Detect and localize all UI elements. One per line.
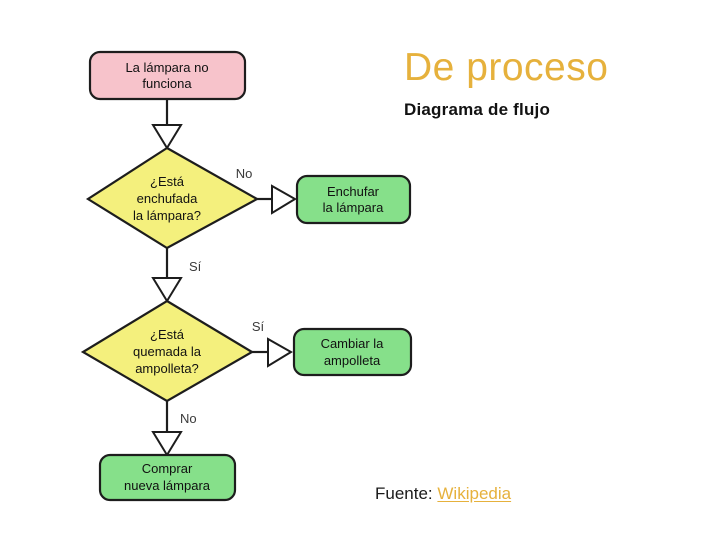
arrowhead-icon: [151, 277, 183, 303]
node-start-line-2: funciona: [142, 76, 192, 91]
node-action-cambiar[interactable]: Cambiar la ampolleta: [292, 327, 413, 377]
node-decision1-line-3: la lámpara?: [133, 208, 201, 223]
node-decision2-line-1: ¿Está: [150, 327, 185, 342]
edge-decision2-no: No: [151, 401, 197, 457]
arrowhead-icon: [267, 337, 293, 368]
page-subtitle: Diagrama de flujo: [404, 100, 551, 119]
node-action-enchufar[interactable]: Enchufar la lámpara: [295, 174, 412, 225]
node-cambiar-line-1: Cambiar la: [321, 336, 385, 351]
wikipedia-link[interactable]: Wikipedia: [437, 484, 512, 503]
source-attribution: Fuente: Wikipedia: [375, 483, 511, 505]
node-start-shape[interactable]: [88, 50, 247, 101]
node-decision1-line-1: ¿Está: [150, 174, 185, 189]
node-start[interactable]: La lámpara no funciona: [88, 50, 247, 101]
source-label: Fuente:: [375, 484, 433, 503]
page-title: De proceso: [404, 46, 609, 89]
node-enchufar-line-1: Enchufar: [327, 184, 380, 199]
node-decision-quemada[interactable]: ¿Está quemada la ampolleta?: [80, 299, 255, 403]
arrowhead-icon: [151, 124, 183, 150]
node-enchufar-line-2: la lámpara: [323, 200, 384, 215]
node-cambiar-line-2: ampolleta: [324, 353, 381, 368]
title-block: De proceso Diagrama de flujo: [404, 46, 704, 120]
edge-label-no-2: No: [180, 411, 197, 426]
arrowhead-icon: [151, 431, 183, 457]
node-decision-enchufada-shape[interactable]: [85, 146, 260, 250]
node-decision-quemada-shape[interactable]: [80, 299, 255, 403]
edge-label-si-2: Sí: [252, 319, 265, 334]
node-decision1-line-2: enchufada: [137, 191, 198, 206]
node-action-comprar[interactable]: Comprar nueva lámpara: [98, 453, 237, 502]
edge-label-no-1: No: [236, 166, 253, 181]
node-action-cambiar-shape[interactable]: [292, 327, 413, 377]
node-start-line-1: La lámpara no: [125, 60, 208, 75]
edge-start-to-decision1: [151, 99, 183, 150]
node-decision-enchufada[interactable]: ¿Está enchufada la lámpara?: [85, 146, 260, 250]
edge-decision1-no: No: [236, 166, 297, 215]
node-decision2-line-2: quemada la: [133, 344, 202, 359]
node-action-comprar-shape[interactable]: [98, 453, 237, 502]
arrowhead-icon: [271, 184, 297, 215]
edge-label-si-1: Sí: [189, 259, 202, 274]
edge-decision1-si: Sí: [151, 248, 202, 303]
node-action-enchufar-shape[interactable]: [295, 174, 412, 225]
node-comprar-line-2: nueva lámpara: [124, 478, 211, 493]
edge-decision2-si: Sí: [252, 319, 293, 368]
node-decision2-line-3: ampolleta?: [135, 361, 199, 376]
node-comprar-line-1: Comprar: [142, 461, 193, 476]
